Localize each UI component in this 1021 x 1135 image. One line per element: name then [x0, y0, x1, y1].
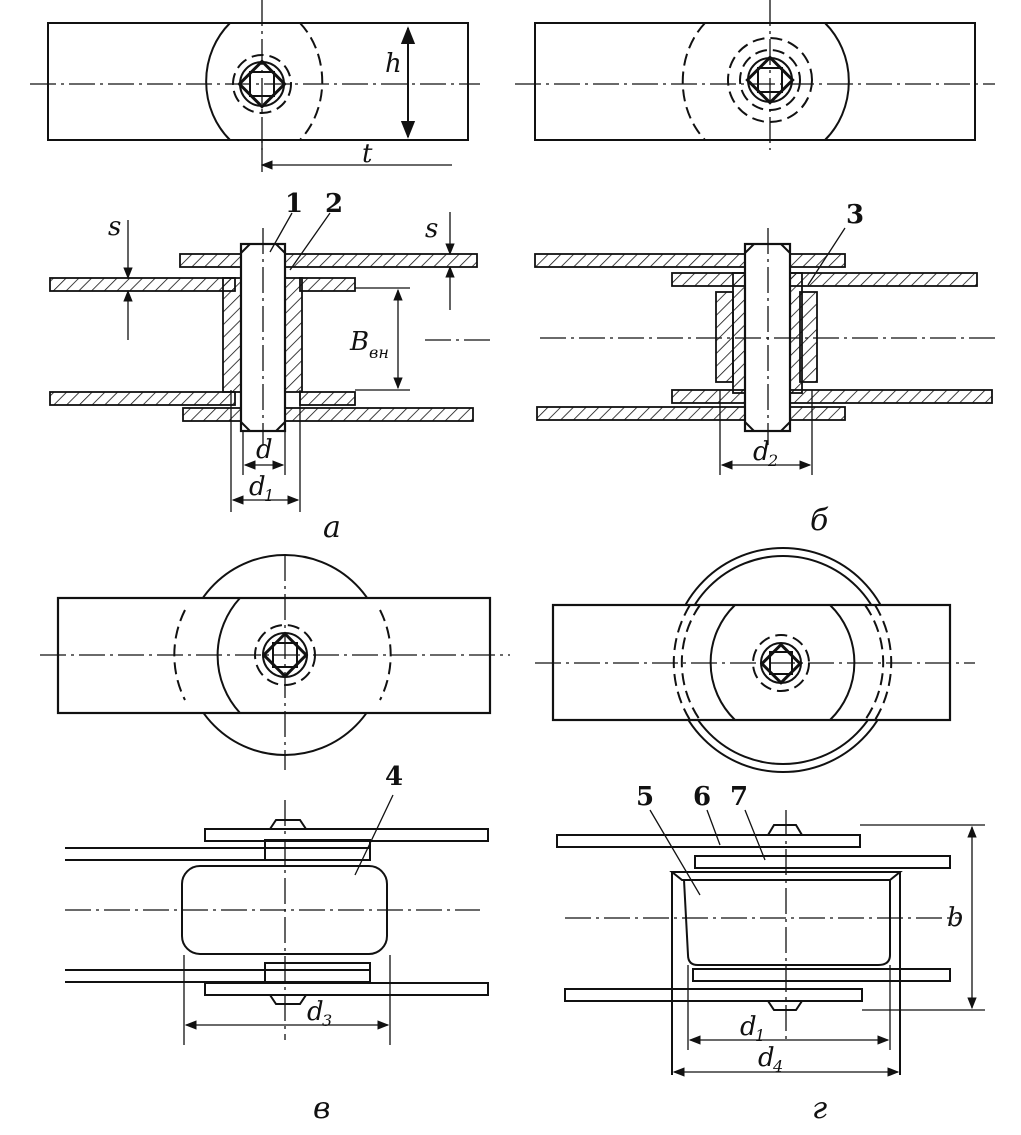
label-b: b: [947, 903, 964, 933]
label-d2-sub: 2: [767, 451, 778, 470]
part-4: 4: [385, 762, 403, 792]
label-d4-sub: 4: [772, 1057, 783, 1076]
part-3: 3: [846, 200, 864, 230]
label-d1: d: [249, 472, 266, 502]
label-d: d: [256, 435, 273, 465]
label-g-d1-sub: 1: [755, 1026, 765, 1045]
label-d2: d: [753, 437, 770, 467]
caption-g: г: [812, 1091, 827, 1126]
label-t: t: [362, 139, 373, 169]
label-d3-sub: 3: [322, 1011, 332, 1030]
view-a-plan: [30, 0, 480, 172]
view-b-section: [534, 227, 1000, 475]
part-numbers: 1 2 3 4 5 6 7: [285, 189, 864, 812]
caption-v: в: [313, 1091, 330, 1126]
caption-a: а: [323, 510, 341, 545]
part-7: 7: [730, 782, 748, 812]
view-v-plan: [40, 554, 510, 770]
view-b-plan: [515, 0, 995, 150]
view-captions: а б в г: [313, 503, 829, 1126]
part-5: 5: [636, 782, 654, 812]
label-d3: d: [307, 997, 324, 1027]
label-d1-sub: 1: [264, 486, 274, 505]
view-g-section: [556, 809, 985, 1077]
label-s-right: s: [425, 214, 438, 244]
label-d4: d: [758, 1043, 775, 1073]
dimension-labels: h t s s B вн d d 1 d 2 d 3 d 1 d 4 b: [108, 49, 964, 1076]
view-a-section: [49, 212, 492, 512]
view-g-plan: [535, 547, 975, 773]
view-v-section: [65, 794, 489, 1045]
label-b-vn-sub: вн: [369, 343, 389, 362]
label-s-left: s: [108, 212, 121, 242]
label-b-vn: B: [349, 327, 369, 357]
label-h: h: [385, 49, 402, 79]
part-1: 1: [285, 189, 303, 219]
part-2: 2: [325, 189, 343, 219]
label-g-d1: d: [740, 1012, 757, 1042]
part-6: 6: [693, 782, 711, 812]
caption-b: б: [810, 503, 829, 538]
